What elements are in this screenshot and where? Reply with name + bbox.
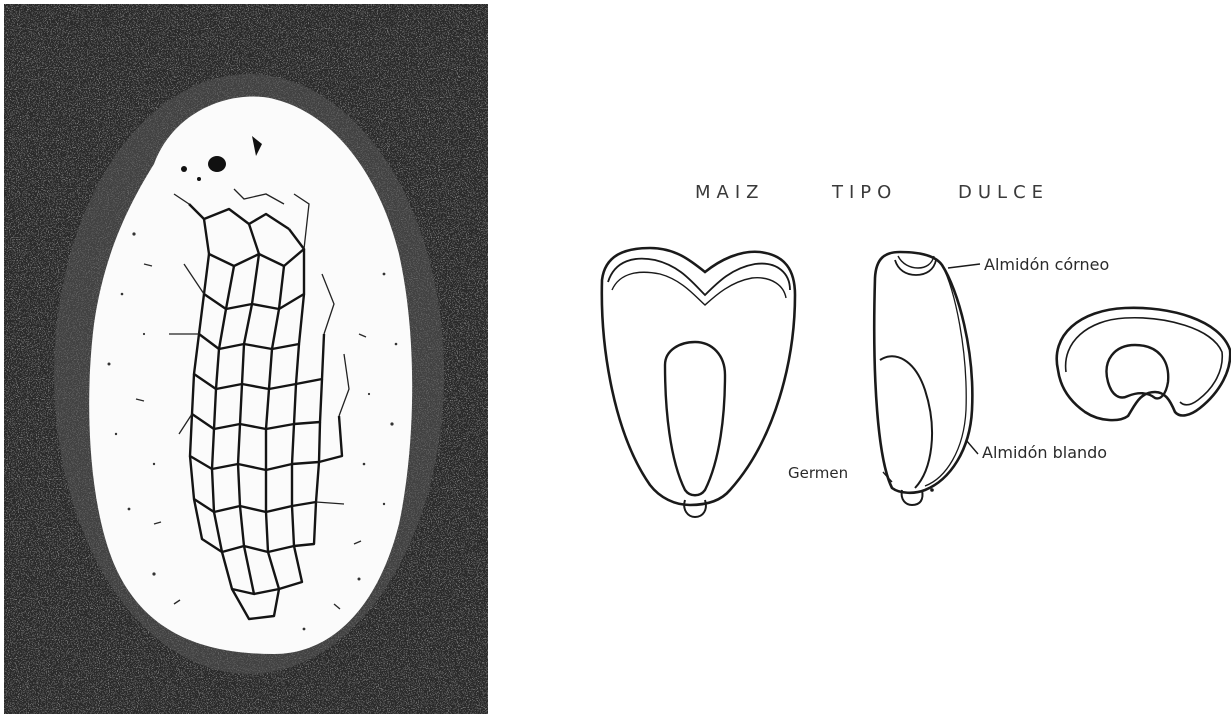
kernel-photograph [4, 4, 488, 714]
diagram-title-word-3: DULCE [958, 182, 1049, 203]
label-almidon-blando: Almidón blando [982, 443, 1107, 462]
label-germen: Germen [788, 464, 848, 482]
diagram-svg: MAIZ TIPO DULCE [580, 160, 1231, 540]
kernel-front-view [602, 248, 795, 517]
kernel-photo-svg [4, 4, 488, 714]
kernel-side-section [874, 252, 972, 505]
sweet-corn-diagram: MAIZ TIPO DULCE [580, 160, 1231, 540]
label-almidon-corneo: Almidón córneo [984, 255, 1109, 274]
diagram-title-word-1: MAIZ [695, 182, 764, 203]
diagram-title-word-2: TIPO [831, 182, 897, 203]
kernel-cross-section [1057, 308, 1231, 420]
